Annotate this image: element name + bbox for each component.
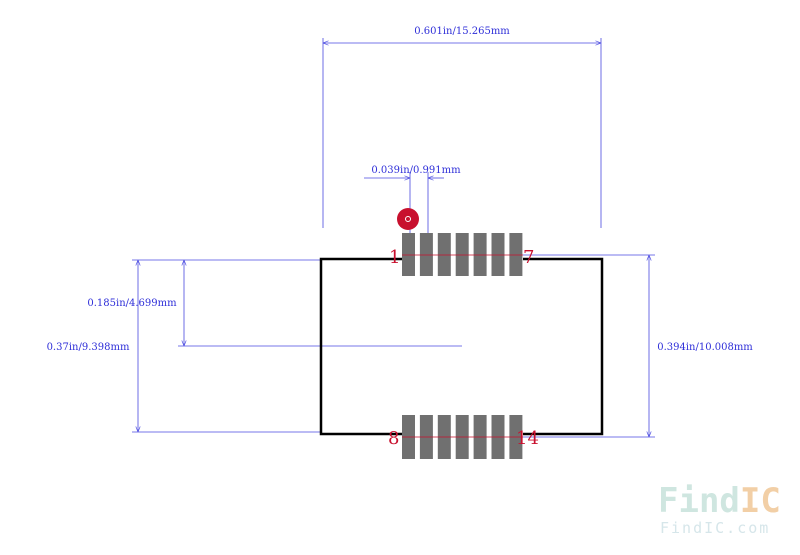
label-lead-span: 0.394in/10.008mm [657, 342, 753, 353]
pad-top-4 [455, 233, 469, 276]
pad-row-top [402, 233, 523, 276]
outline-right [523, 257, 604, 436]
dimension-body-height: 0.37in/9.398mm [47, 259, 320, 433]
label-total-width: 0.601in/15.265mm [414, 26, 510, 37]
outline-left [319, 257, 402, 436]
dimension-total-width: 0.601in/15.265mm [322, 26, 602, 228]
package-outline [319, 257, 604, 436]
label-half-height: 0.185in/4.699mm [87, 298, 177, 309]
dimension-lead-span: 0.394in/10.008mm [523, 254, 753, 438]
label-pin-pitch: 0.039in/0.991mm [371, 165, 461, 176]
pad-row-bottom [402, 415, 523, 459]
pin-label-top-first: 1 [389, 247, 400, 268]
watermark-logo: FindIC [658, 481, 781, 521]
pad-top-1 [402, 233, 415, 276]
pad-top-2 [419, 233, 433, 276]
pin-label-bottom-last: 14 [516, 428, 539, 449]
pin-one-indicator-icon [397, 208, 419, 230]
pad-top-7 [509, 233, 523, 276]
pad-top-5 [473, 233, 487, 276]
watermark: FindIC FindIC.com [658, 481, 781, 537]
label-body-height: 0.37in/9.398mm [47, 342, 130, 353]
pad-top-6 [491, 233, 505, 276]
pad-top-3 [437, 233, 451, 276]
pin-label-top-last: 7 [523, 247, 534, 268]
pin-label-bottom-first: 8 [388, 428, 399, 449]
watermark-url: FindIC.com [660, 519, 770, 537]
